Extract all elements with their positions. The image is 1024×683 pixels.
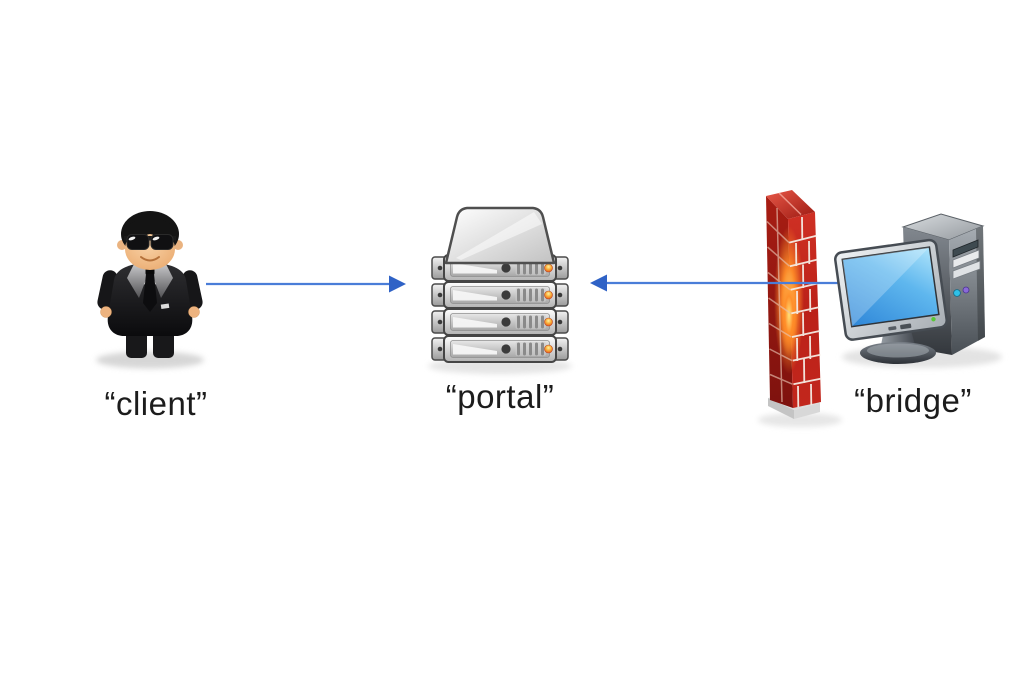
- tower-drive-bay: [952, 249, 980, 269]
- agent-lapel: [150, 264, 173, 298]
- arrow-client-to-portal: [206, 275, 406, 293]
- agent-tie: [143, 274, 157, 312]
- tower-reset-button: [962, 286, 970, 294]
- firewall-icon: [758, 190, 842, 427]
- bridge-label: “bridge”: [854, 382, 972, 419]
- agent-lapel: [127, 264, 150, 298]
- portal-server-icon: [428, 206, 572, 374]
- tower-vent: [952, 239, 979, 258]
- agent-hand: [188, 306, 200, 318]
- computer-monitor: [834, 238, 948, 341]
- bridge-computer-icon: [834, 213, 1002, 368]
- arrow-head-left-icon: [590, 274, 607, 292]
- agent-shadow: [96, 351, 204, 369]
- agent-smile: [140, 256, 160, 262]
- client-label: “client”: [104, 385, 208, 422]
- monitor-power-led: [931, 317, 936, 322]
- agent-pocket-square: [160, 303, 170, 310]
- firewall-mortar-lines: [788, 216, 822, 408]
- agent-hand: [100, 306, 112, 318]
- portal-label: “portal”: [445, 378, 555, 415]
- screen-sheen: [842, 247, 930, 327]
- sunglasses-icon: [124, 234, 176, 250]
- tower-power-button: [953, 289, 961, 297]
- firewall-mortar-lines-side: [766, 207, 793, 403]
- firewall-shadow: [758, 413, 842, 427]
- monitor-screen: [841, 246, 940, 328]
- client-agent-icon: [96, 211, 204, 369]
- arrow-head-right-icon: [389, 275, 406, 293]
- arrow-bridge-to-portal: [590, 274, 843, 292]
- tower-drive-bay: [952, 260, 981, 280]
- server-top-sheen: [456, 212, 542, 260]
